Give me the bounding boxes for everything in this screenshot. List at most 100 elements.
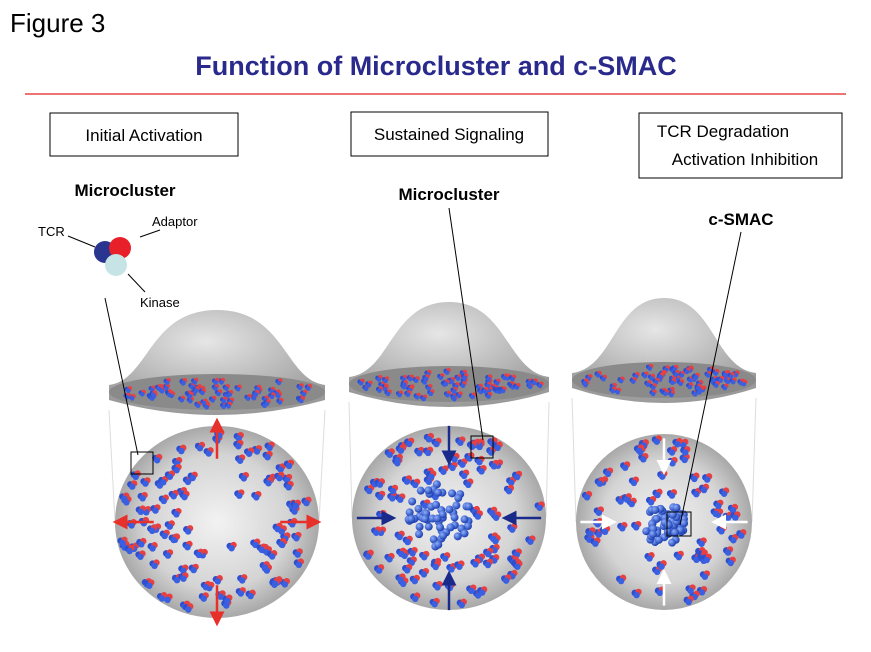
molecule-cluster: [158, 494, 169, 505]
molecule-cluster: [200, 398, 208, 406]
molecule-cluster: [269, 577, 280, 587]
molecule-cluster: [585, 374, 593, 381]
molecule-cluster: [631, 520, 642, 531]
molecule-cluster: [409, 574, 420, 585]
molecule-cluster: [149, 390, 157, 398]
csmac-molecule: [664, 521, 673, 530]
molecule-cluster: [413, 392, 421, 400]
molecule-cluster: [685, 584, 696, 594]
molecule-cluster: [651, 435, 662, 445]
molecule-cluster: [464, 452, 475, 462]
molecule-cluster: [171, 463, 182, 474]
molecule-cluster: [460, 373, 469, 381]
box-text: TCR Degradation: [657, 122, 789, 141]
molecule-cluster: [427, 389, 435, 397]
csmac-molecule: [672, 503, 681, 512]
guide-line: [348, 401, 353, 519]
molecule-cluster: [301, 496, 312, 507]
molecule-cluster: [581, 378, 589, 386]
molecule-cluster: [722, 546, 734, 556]
molecule-cluster: [431, 437, 442, 448]
molecule-cluster: [394, 530, 405, 541]
molecule-cluster: [119, 492, 130, 503]
adaptor-label: Adaptor: [152, 214, 198, 229]
molecule-cluster: [482, 558, 494, 569]
csmac-molecule: [671, 528, 680, 537]
molecule-cluster: [267, 550, 278, 560]
molecule-cluster: [727, 372, 735, 379]
molecule-cluster: [406, 556, 417, 566]
molecule-cluster: [676, 379, 685, 387]
molecule-cluster: [250, 538, 261, 549]
molecule-cluster: [429, 597, 440, 608]
box-initial-activation: [49, 112, 239, 157]
molecule-cluster: [136, 537, 147, 548]
molecule-cluster: [649, 383, 657, 390]
molecule-cluster: [225, 390, 234, 397]
molecule-cluster: [187, 471, 198, 482]
guide-line: [318, 409, 326, 523]
molecule-cluster: [617, 376, 625, 384]
molecule-cluster: [209, 395, 217, 403]
adaptor-icon: [109, 237, 131, 259]
molecule-cluster: [178, 564, 189, 575]
molecule-cluster: [149, 559, 160, 570]
molecule-cluster: [283, 459, 295, 470]
molecule-cluster: [656, 560, 667, 570]
molecule-cluster: [395, 444, 406, 454]
molecule-cluster: [152, 453, 163, 464]
molecule-cluster: [165, 390, 173, 398]
molecule-cluster: [443, 390, 452, 398]
molecule-cluster: [631, 588, 642, 599]
molecule-cluster: [293, 558, 304, 569]
csmac-molecule: [416, 486, 425, 495]
molecule-cluster: [534, 501, 545, 511]
molecule-cluster: [645, 495, 657, 506]
pointer-line: [448, 207, 484, 441]
molecule-cluster: [407, 546, 418, 557]
molecule-cluster: [694, 383, 702, 391]
molecule-cluster: [304, 383, 313, 391]
molecule-cluster: [235, 587, 246, 597]
molecule-cluster: [163, 377, 171, 385]
molecule-cluster: [425, 383, 433, 391]
zoom-box: [130, 451, 154, 475]
box-text: Sustained Signaling: [374, 125, 524, 144]
molecule-cluster: [454, 374, 462, 381]
csmac-label: c-SMAC: [708, 210, 773, 229]
molecule-cluster: [468, 392, 477, 400]
csmac-molecule: [415, 522, 424, 531]
molecule-cluster: [410, 478, 421, 489]
molecule-cluster: [671, 364, 679, 372]
molecule-cluster: [737, 378, 745, 386]
molecule-cluster: [275, 378, 283, 386]
molecule-cluster: [245, 589, 256, 600]
figure-title: Function of Microcluster and c-SMAC: [195, 51, 677, 81]
guide-line: [108, 409, 116, 523]
molecule-cluster: [525, 535, 536, 545]
molecule-cluster: [224, 401, 233, 409]
molecule-cluster: [656, 372, 665, 380]
molecule-cluster: [501, 574, 512, 584]
csmac-molecule: [448, 489, 457, 498]
molecule-cluster: [644, 552, 655, 562]
csmac-molecule: [405, 508, 414, 517]
guide-line: [571, 397, 577, 523]
molecule-cluster: [251, 490, 262, 501]
molecule-cluster: [117, 536, 128, 547]
molecule-cluster: [629, 376, 637, 384]
molecule-cluster: [430, 560, 441, 571]
csmac-molecule: [464, 502, 473, 511]
molecule-cluster: [628, 476, 640, 487]
csmac-molecule: [434, 488, 443, 497]
molecule-cluster: [238, 471, 250, 482]
molecule-cluster: [297, 396, 305, 404]
csmac-molecule: [439, 531, 448, 540]
molecule-cluster: [455, 391, 463, 399]
molecule-cluster: [124, 386, 133, 393]
csmac-molecule: [452, 501, 461, 510]
molecule-cluster: [668, 378, 677, 385]
molecule-cluster: [472, 510, 483, 520]
molecule-cluster: [290, 499, 302, 510]
